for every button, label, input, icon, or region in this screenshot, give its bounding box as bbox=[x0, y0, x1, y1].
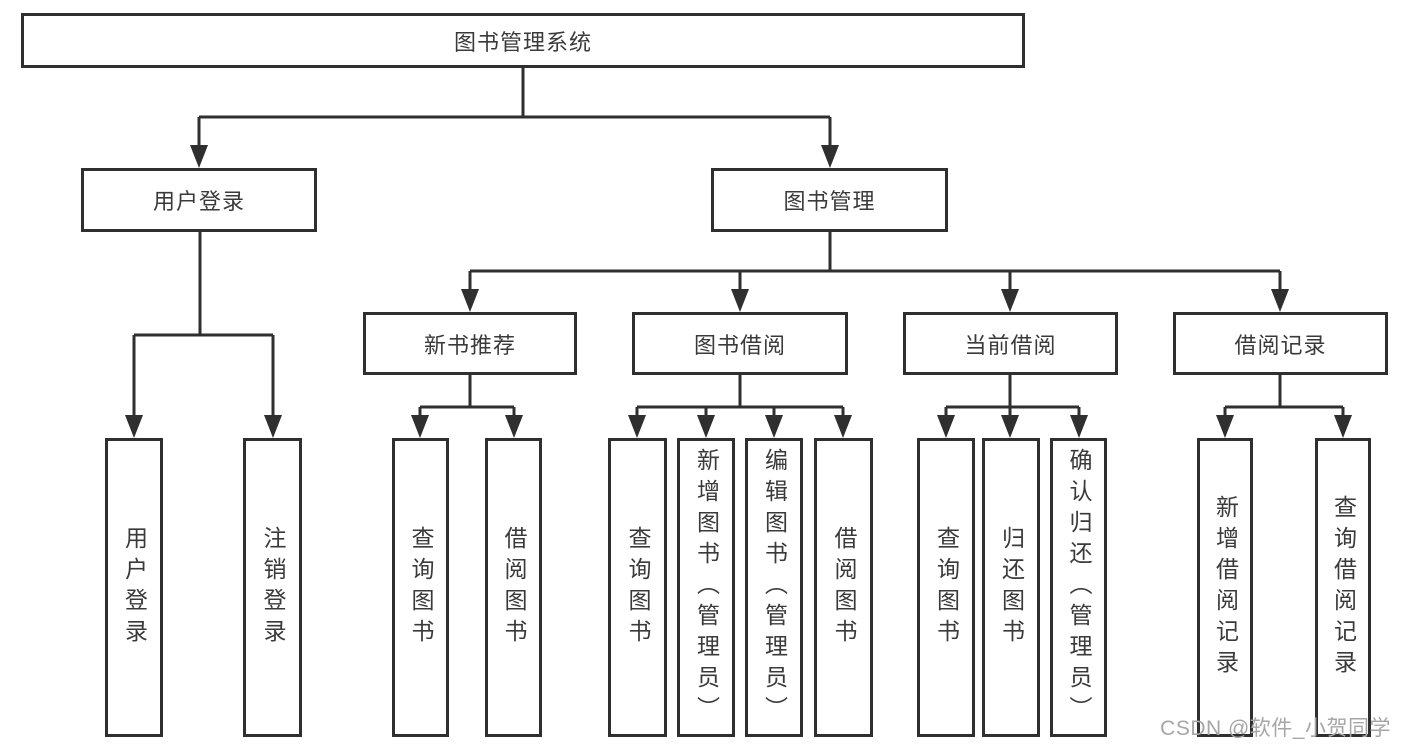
node-new-book-recommend-label: 新书推荐 bbox=[423, 332, 516, 358]
node-book-borrowing: 图书借阅 bbox=[632, 312, 848, 375]
watermark: CSDN @软件_小贺同学 bbox=[1160, 717, 1391, 740]
node-book-management: 图书管理 bbox=[711, 168, 948, 232]
node-borrowing-records-label: 借阅记录 bbox=[1234, 332, 1327, 358]
node-user-login: 用户登录 bbox=[81, 168, 317, 232]
node-book-borrowing-label: 图书借阅 bbox=[693, 332, 786, 358]
leaf-query-books-borrowing-label: 查询图书 bbox=[625, 525, 651, 650]
leaf-edit-book-admin-label: 编辑图书（管理员） bbox=[761, 448, 788, 727]
leaf-user-login: 用户登录 bbox=[105, 438, 163, 737]
leaf-add-book-admin-label: 新增图书（管理员） bbox=[693, 448, 720, 727]
node-current-borrowing-label: 当前借阅 bbox=[964, 332, 1057, 358]
leaf-borrow-books-recommend-label: 借阅图书 bbox=[501, 525, 527, 650]
leaf-query-books-current-label: 查询图书 bbox=[933, 525, 960, 650]
leaf-user-login-label: 用户登录 bbox=[121, 525, 148, 650]
leaf-query-books-borrowing: 查询图书 bbox=[608, 438, 667, 737]
leaf-add-book-admin: 新增图书（管理员） bbox=[677, 438, 735, 737]
node-borrowing-records: 借阅记录 bbox=[1173, 312, 1388, 375]
leaf-edit-book-admin: 编辑图书（管理员） bbox=[745, 438, 803, 737]
leaf-confirm-return-admin: 确认归还（管理员） bbox=[1050, 438, 1107, 737]
leaf-query-borrow-record-label: 查询借阅记录 bbox=[1330, 494, 1357, 681]
leaf-add-borrow-record: 新增借阅记录 bbox=[1197, 438, 1253, 737]
leaf-logout: 注销登录 bbox=[243, 438, 302, 737]
leaf-query-books-recommend-label: 查询图书 bbox=[408, 525, 434, 650]
leaf-add-borrow-record-label: 新增借阅记录 bbox=[1212, 494, 1239, 681]
leaf-borrow-books-borrowing: 借阅图书 bbox=[814, 438, 873, 737]
leaf-logout-label: 注销登录 bbox=[260, 525, 286, 650]
leaf-return-books-label: 归还图书 bbox=[998, 525, 1025, 650]
node-book-management-label: 图书管理 bbox=[783, 189, 876, 214]
node-new-book-recommend: 新书推荐 bbox=[363, 312, 577, 375]
node-root: 图书管理系统 bbox=[21, 13, 1025, 68]
leaf-query-borrow-record: 查询借阅记录 bbox=[1315, 438, 1371, 737]
leaf-return-books: 归还图书 bbox=[982, 438, 1040, 737]
leaf-borrow-books-borrowing-label: 借阅图书 bbox=[831, 525, 857, 650]
leaf-query-books-current: 查询图书 bbox=[917, 438, 975, 737]
leaf-borrow-books-recommend: 借阅图书 bbox=[485, 438, 542, 737]
node-root-label: 图书管理系统 bbox=[453, 29, 592, 55]
node-current-borrowing: 当前借阅 bbox=[903, 312, 1118, 375]
leaf-confirm-return-admin-label: 确认归还（管理员） bbox=[1066, 448, 1092, 727]
leaf-query-books-recommend: 查询图书 bbox=[392, 438, 449, 737]
node-user-login-label: 用户登录 bbox=[152, 189, 245, 214]
